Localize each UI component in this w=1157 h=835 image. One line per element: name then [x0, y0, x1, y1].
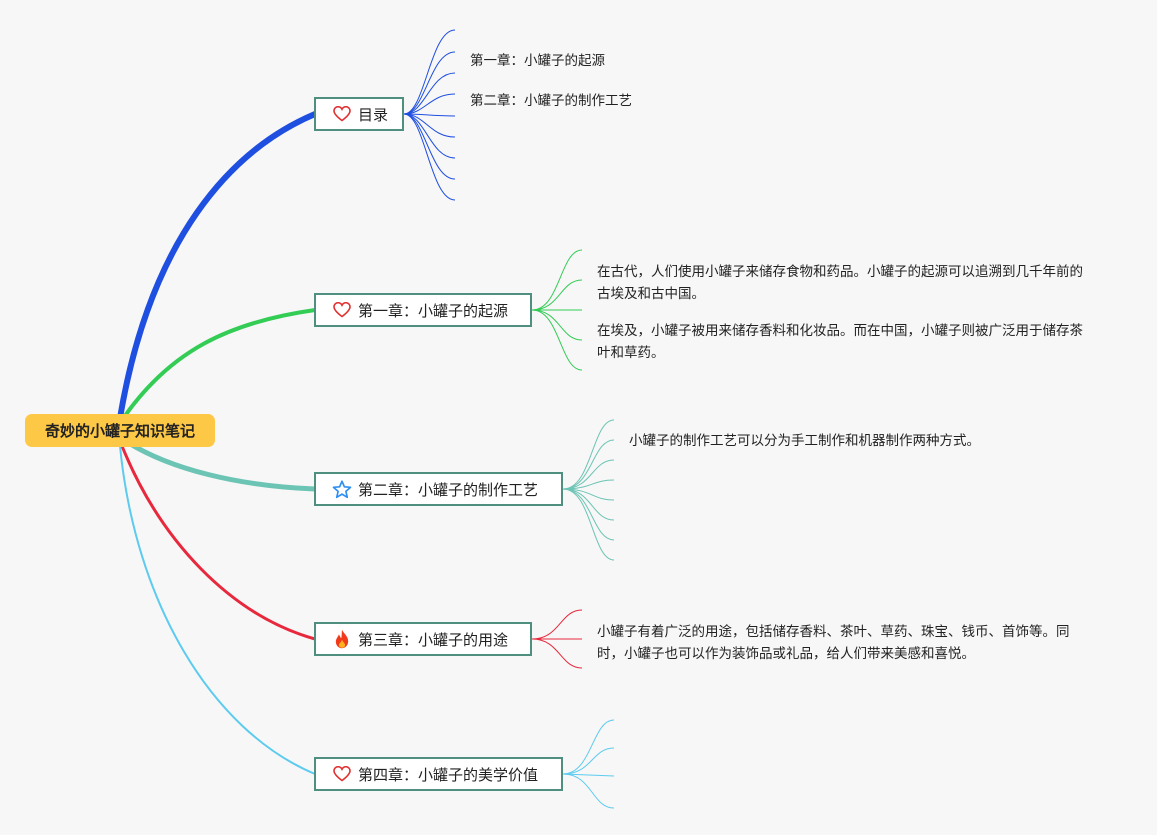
topic-label: 第三章：小罐子的用途	[358, 630, 509, 649]
branch-line-chapter1	[120, 308, 317, 422]
topic-label: 第四章：小罐子的美学价值	[358, 765, 539, 784]
topic-chapter3[interactable]: 第三章：小罐子的用途	[314, 622, 532, 656]
leaf-chapter1-1[interactable]: 在古代，人们使用小罐子来储存食物和药品。小罐子的起源可以追溯到几千年前的古埃及和…	[597, 264, 1083, 302]
leaf-chapter1-2[interactable]: 在埃及，小罐子被用来储存香料和化妆品。而在中国，小罐子则被广泛用于储存茶叶和草药…	[597, 323, 1083, 361]
fire-icon	[332, 629, 352, 649]
branch-line-chapter3	[120, 444, 317, 641]
leaf-connectors-chapter4	[562, 719, 615, 809]
branch-line-chapter4	[119, 445, 316, 775]
topic-label: 第二章：小罐子的制作工艺	[358, 480, 539, 499]
heart-icon	[332, 764, 352, 784]
leaf-connectors-chapter3	[531, 609, 583, 669]
topic-chapter2[interactable]: 第二章：小罐子的制作工艺	[314, 472, 563, 506]
heart-icon	[332, 300, 352, 320]
topic-chapter1[interactable]: 第一章：小罐子的起源	[314, 293, 532, 327]
leaf-chapter2-1[interactable]: 小罐子的制作工艺可以分为手工制作和机器制作两种方式。	[629, 433, 980, 449]
heart-icon	[332, 104, 352, 124]
branch-line-chapter2	[121, 437, 318, 492]
leaf-toc-2[interactable]: 第二章：小罐子的制作工艺	[470, 93, 632, 109]
central-topic[interactable]: 奇妙的小罐子知识笔记	[25, 414, 215, 447]
topic-chapter4[interactable]: 第四章：小罐子的美学价值	[314, 757, 563, 791]
leaf-chapter3-1[interactable]: 小罐子有着广泛的用途，包括储存香料、茶叶、草药、珠宝、钱币、首饰等。同时，小罐子…	[597, 624, 1070, 662]
topic-label: 第一章：小罐子的起源	[358, 301, 509, 320]
topic-label: 目录	[358, 105, 389, 124]
leaf-connectors-chapter2	[562, 419, 615, 561]
topic-toc[interactable]: 目录	[314, 97, 404, 131]
leaf-connectors-toc	[403, 29, 456, 201]
leaf-toc-1[interactable]: 第一章：小罐子的起源	[470, 53, 605, 69]
star-icon	[332, 479, 352, 499]
branch-line-toc	[117, 111, 318, 421]
leaf-connectors-chapter1	[531, 249, 583, 371]
